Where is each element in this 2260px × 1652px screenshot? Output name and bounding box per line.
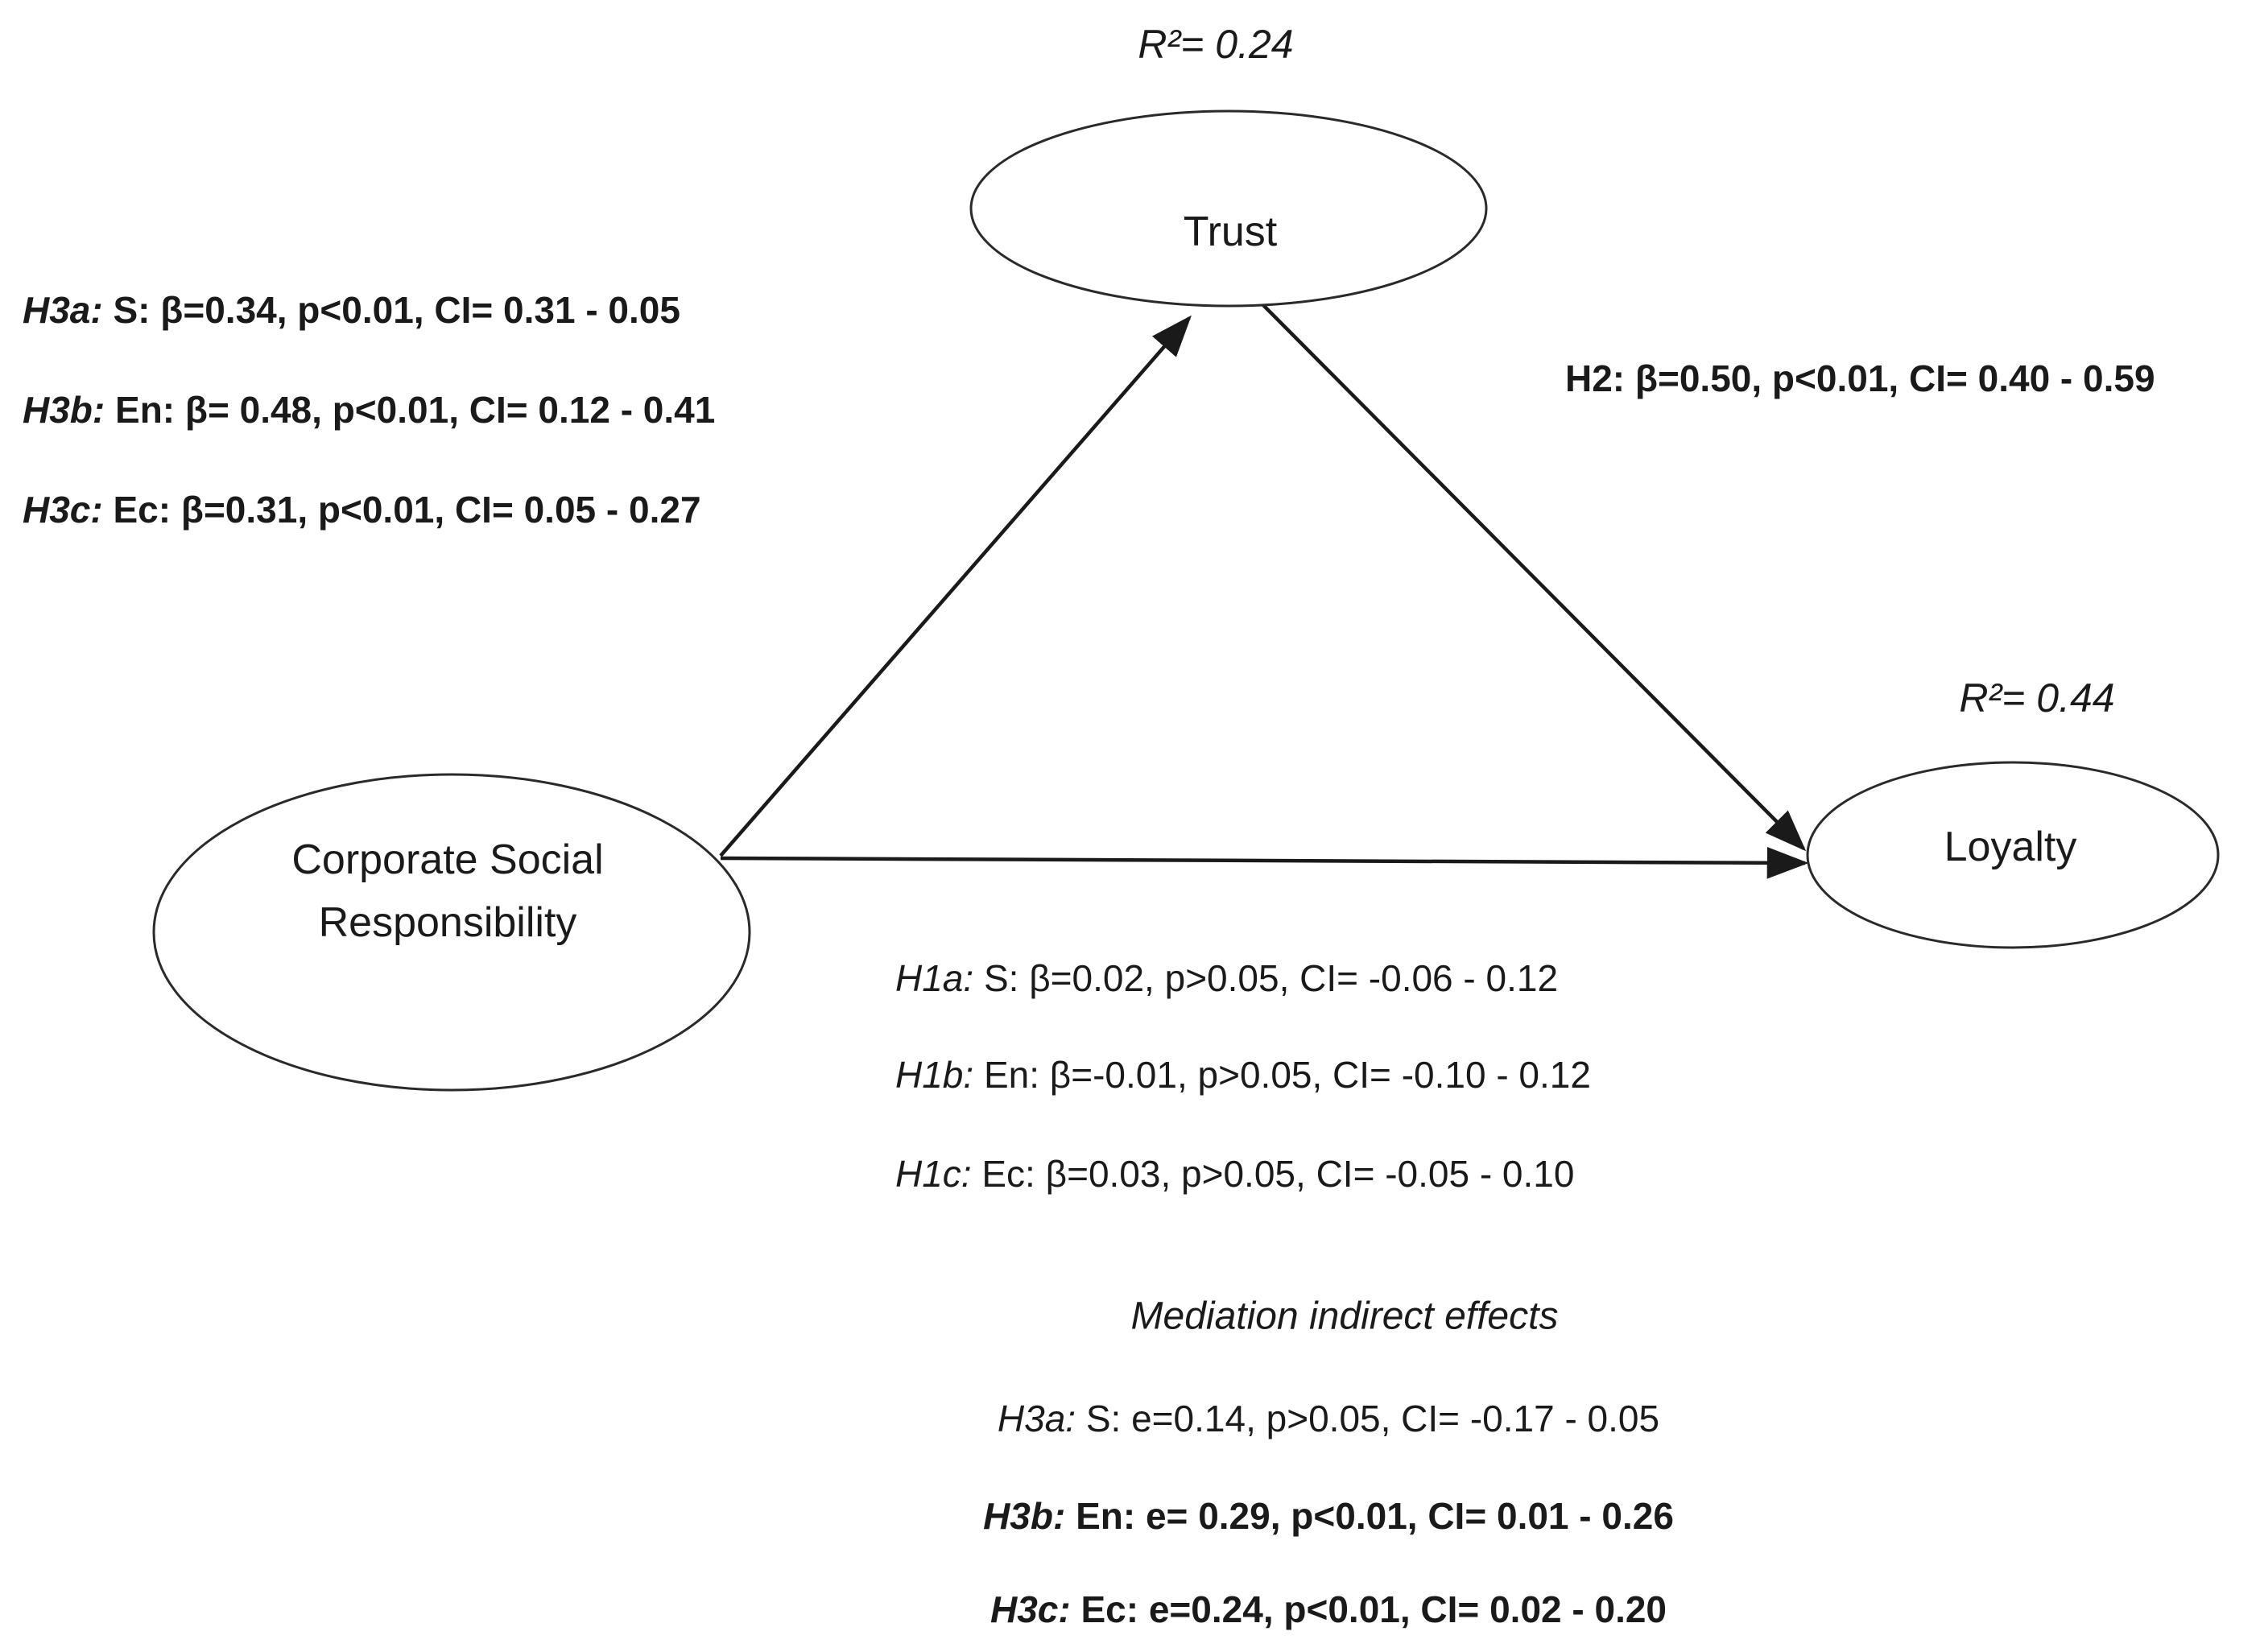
csr-loyalty-effect-h1b: H1b: En: β=-0.01, p>0.05, CI= -0.10 - 0.… [895,1054,1591,1096]
trust-loyalty-effect-h2: H2: β=0.50, p<0.01, CI= 0.40 - 0.59 [1565,357,2155,399]
mediation-effect-h3a: H3a: S: e=0.14, p>0.05, CI= -0.17 - 0.05 [998,1398,1659,1439]
csr-label-line1: Corporate Social [291,836,603,883]
trust-node [969,109,1488,308]
loyalty-node [1806,761,2220,949]
csr-loyalty-effect-h1a: H1a: S: β=0.02, p>0.05, CI= -0.06 - 0.12 [895,957,1558,999]
loyalty-r-squared: R²= 0.44 [1959,675,2114,721]
csr-loyalty-effect-h1c: H1c: Ec: β=0.03, p>0.05, CI= -0.05 - 0.1… [895,1153,1574,1195]
arrow-csr-to-trust [719,315,1192,857]
csr-trust-effect-h3a: H3a: S: β=0.34, p<0.01, CI= 0.31 - 0.05 [23,289,680,331]
csr-trust-effect-h3c: H3c: Ec: β=0.31, p<0.01, CI= 0.05 - 0.27 [23,489,701,531]
csr-node [152,773,751,1092]
loyalty-label: Loyalty [1944,824,2077,870]
arrow-csr-to-loyalty [720,846,1809,879]
mediation-effect-h3b: H3b: En: e= 0.29, p<0.01, CI= 0.01 - 0.2… [983,1495,1674,1537]
mediation-effect-h3c: H3c: Ec: e=0.24, p<0.01, CI= 0.02 - 0.20 [990,1588,1667,1630]
arrow-trust-to-loyalty [1261,303,1807,852]
csr-trust-effect-h3b: H3b: En: β= 0.48, p<0.01, CI= 0.12 - 0.4… [23,389,715,431]
trust-label: Trust [1184,209,1278,255]
mediation-title: Mediation indirect effects [1131,1295,1559,1338]
csr-label-line2: Responsibility [319,899,577,946]
trust-r-squared: R²= 0.24 [1138,22,1293,67]
